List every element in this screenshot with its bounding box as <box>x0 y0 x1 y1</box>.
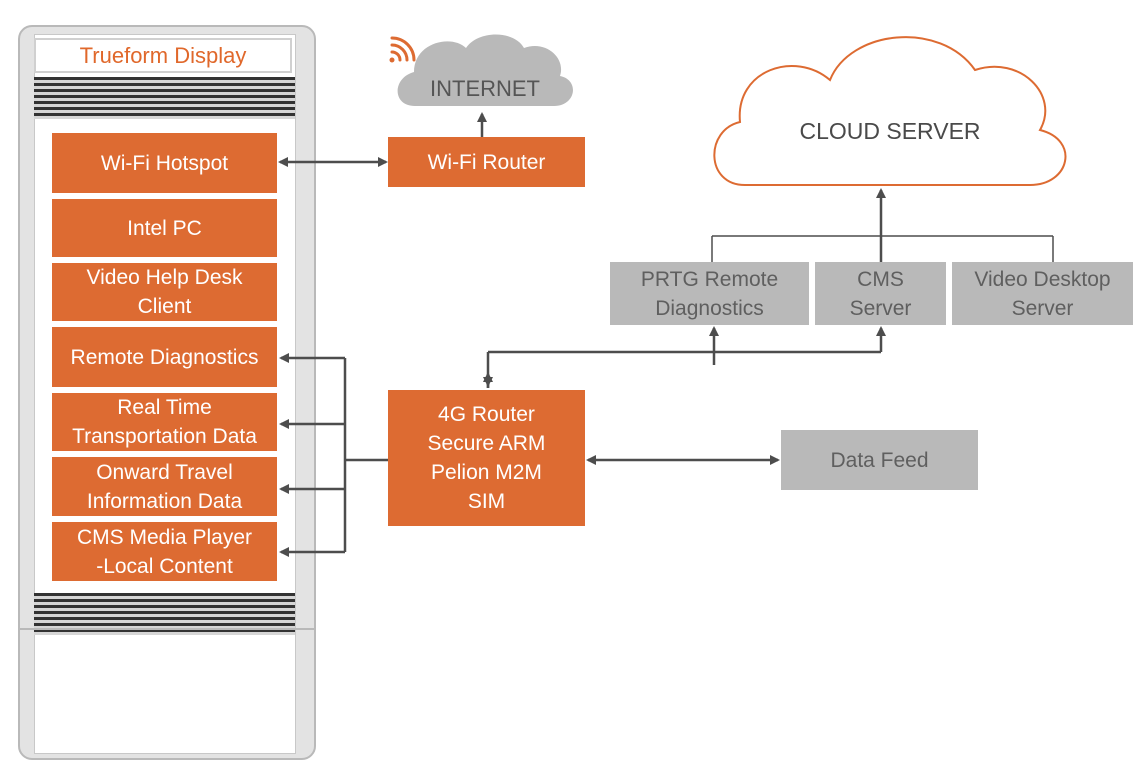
module-intel-pc: Intel PC <box>52 199 277 257</box>
link-4g-to-modules <box>279 353 388 557</box>
kiosk-divider <box>18 628 316 630</box>
cloud-server-label: CLOUD SERVER <box>799 118 981 144</box>
wifi-signal-icon <box>389 36 416 63</box>
server-cms: CMS Server <box>815 262 946 325</box>
router-4g: 4G Router Secure ARM Pelion M2M SIM <box>388 390 585 526</box>
module-wifi-hotspot: Wi-Fi Hotspot <box>52 133 277 193</box>
internet-cloud-icon <box>397 34 573 106</box>
internet-label: INTERNET <box>430 76 540 101</box>
server-prtg-remote-diagnostics: PRTG Remote Diagnostics <box>610 262 809 325</box>
kiosk-top-grille <box>34 77 295 119</box>
link-servers-to-cloud <box>711 235 1054 262</box>
data-feed: Data Feed <box>781 430 978 490</box>
module-cms-media-player: CMS Media Player -Local Content <box>52 522 277 581</box>
module-video-help-desk: Video Help Desk Client <box>52 263 277 321</box>
kiosk-title: Trueform Display <box>34 38 292 73</box>
wifi-router: Wi-Fi Router <box>388 137 585 187</box>
module-realtime-transport: Real Time Transportation Data <box>52 393 277 451</box>
module-onward-travel: Onward Travel Information Data <box>52 457 277 516</box>
cloud-server-shape <box>713 36 1067 186</box>
link-4g-to-servers <box>483 326 886 388</box>
server-video-desktop: Video Desktop Server <box>952 262 1133 325</box>
module-remote-diagnostics: Remote Diagnostics <box>52 327 277 387</box>
